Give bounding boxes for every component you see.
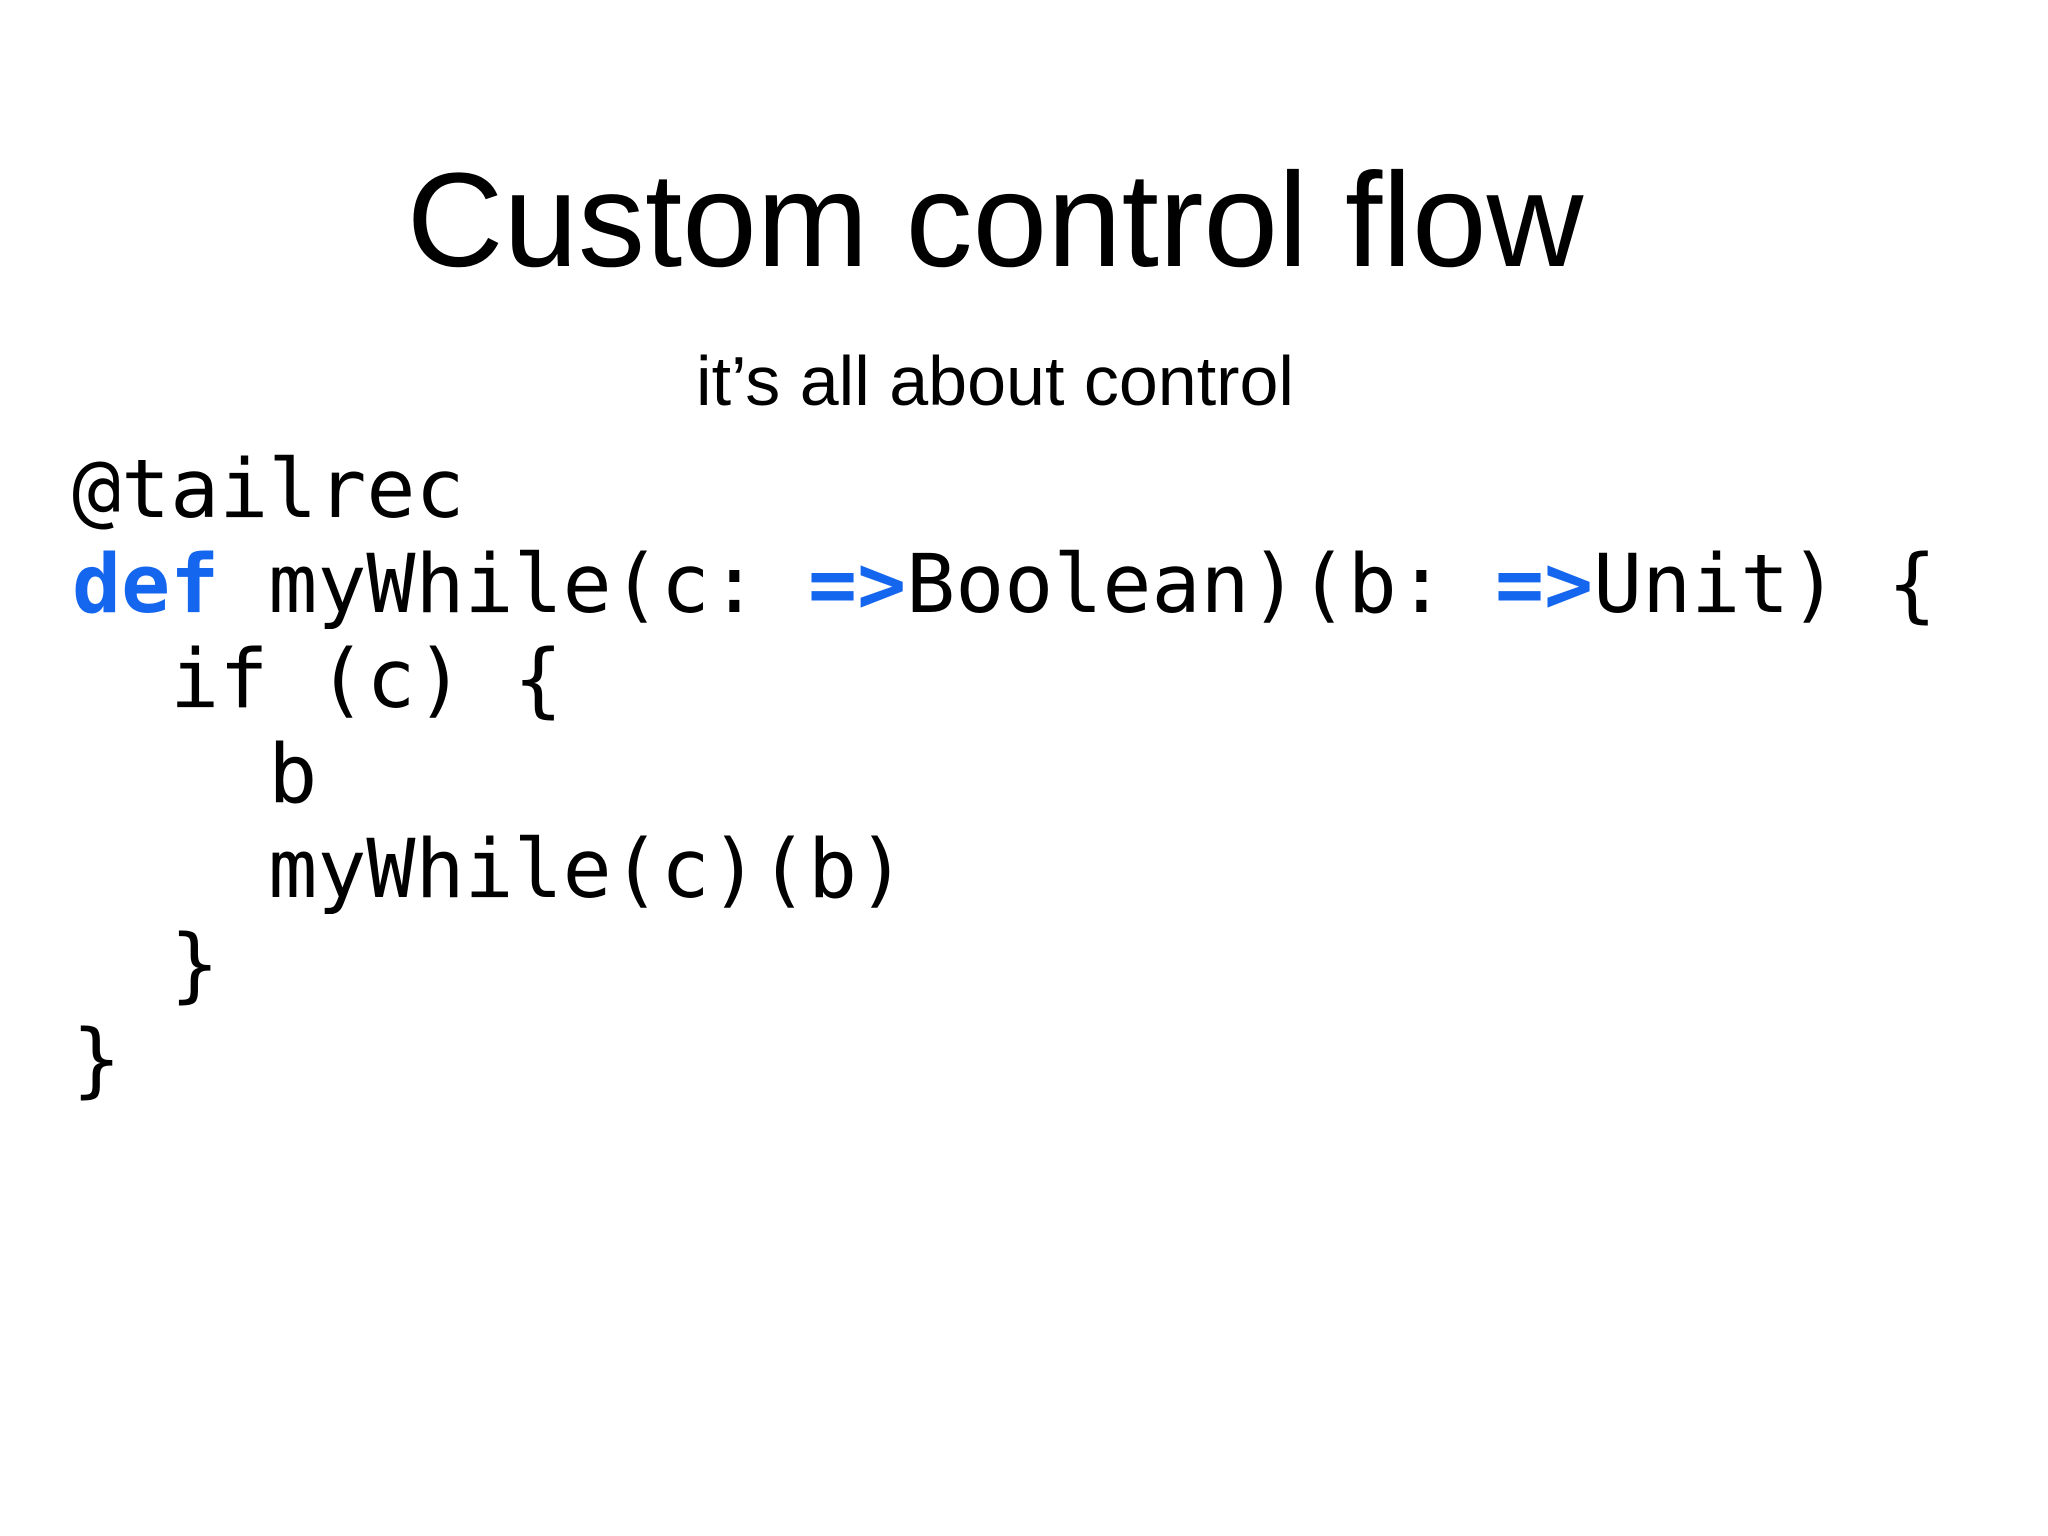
code-line: b xyxy=(72,727,1937,822)
code-text: Unit) { xyxy=(1593,537,1937,632)
code-line: } xyxy=(72,917,1937,1012)
code-text: } xyxy=(72,917,220,1012)
code-text: Boolean)(b: xyxy=(906,537,1495,632)
code-text: } xyxy=(72,1012,122,1107)
code-keyword: => xyxy=(808,537,907,632)
code-keyword: => xyxy=(1494,537,1594,632)
code-line: @tailrec xyxy=(72,442,1937,537)
code-line: myWhile(c)(b) xyxy=(72,822,1937,917)
code-line: def myWhile(c: =>Boolean)(b: =>Unit) { xyxy=(72,537,1937,632)
code-text: myWhile(c)(b) xyxy=(72,822,907,917)
code-line: if (c) { xyxy=(72,632,1937,727)
code-text: myWhile(c: xyxy=(219,537,809,632)
slide-title: Custom control flow xyxy=(406,146,1584,295)
code-text: if (c) { xyxy=(72,632,563,727)
code-line: } xyxy=(72,1012,1937,1107)
code-keyword: def xyxy=(72,537,220,632)
slide-subtitle: it’s all about control xyxy=(696,342,1294,420)
code-text: @tailrec xyxy=(72,442,465,537)
code-text: b xyxy=(72,727,318,822)
